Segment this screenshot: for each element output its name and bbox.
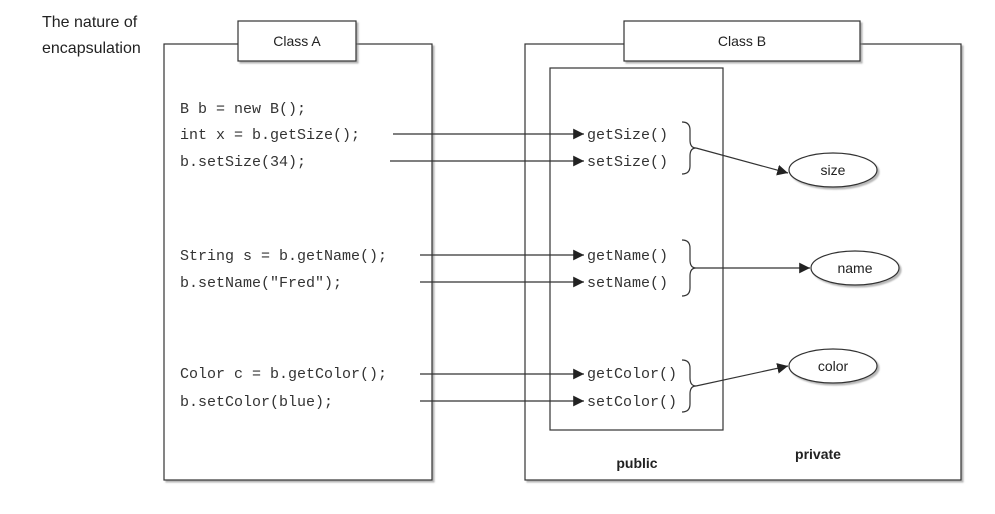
field-size-label: size [821,162,846,178]
method-getcolor: getColor() [587,366,677,383]
field-name-label: name [837,260,872,276]
method-setname: setName() [587,275,668,292]
field-arrow-size [695,147,789,176]
code-line-7: b.setColor(blue); [180,394,333,411]
code-line-5: b.setName("Fred"); [180,275,342,292]
field-color-label: color [818,358,849,374]
caption-line-2: encapsulation [42,40,141,57]
code-line-2: int x = b.getSize(); [180,127,360,144]
public-label: public [616,455,657,471]
method-getname: getName() [587,248,668,265]
class-b-label-box [623,20,861,62]
field-size-ellipse [788,152,878,188]
code-line-3: b.setSize(34); [180,154,306,171]
field-arrow-color [695,363,789,387]
field-name-ellipse [810,250,900,286]
method-getsize: getSize() [587,127,668,144]
method-setsize: setSize() [587,154,668,171]
class-a-label-box [237,20,357,62]
class-b-label: Class B [718,33,766,49]
class-a-label: Class A [273,33,321,49]
method-setcolor: setColor() [587,394,677,411]
field-color-ellipse [788,348,878,384]
code-line-1: B b = new B(); [180,101,306,118]
code-line-4: String s = b.getName(); [180,248,387,265]
code-line-6: Color c = b.getColor(); [180,366,387,383]
class-a-box [163,43,433,481]
private-label: private [795,446,841,462]
caption-line-1: The nature of [42,14,138,31]
